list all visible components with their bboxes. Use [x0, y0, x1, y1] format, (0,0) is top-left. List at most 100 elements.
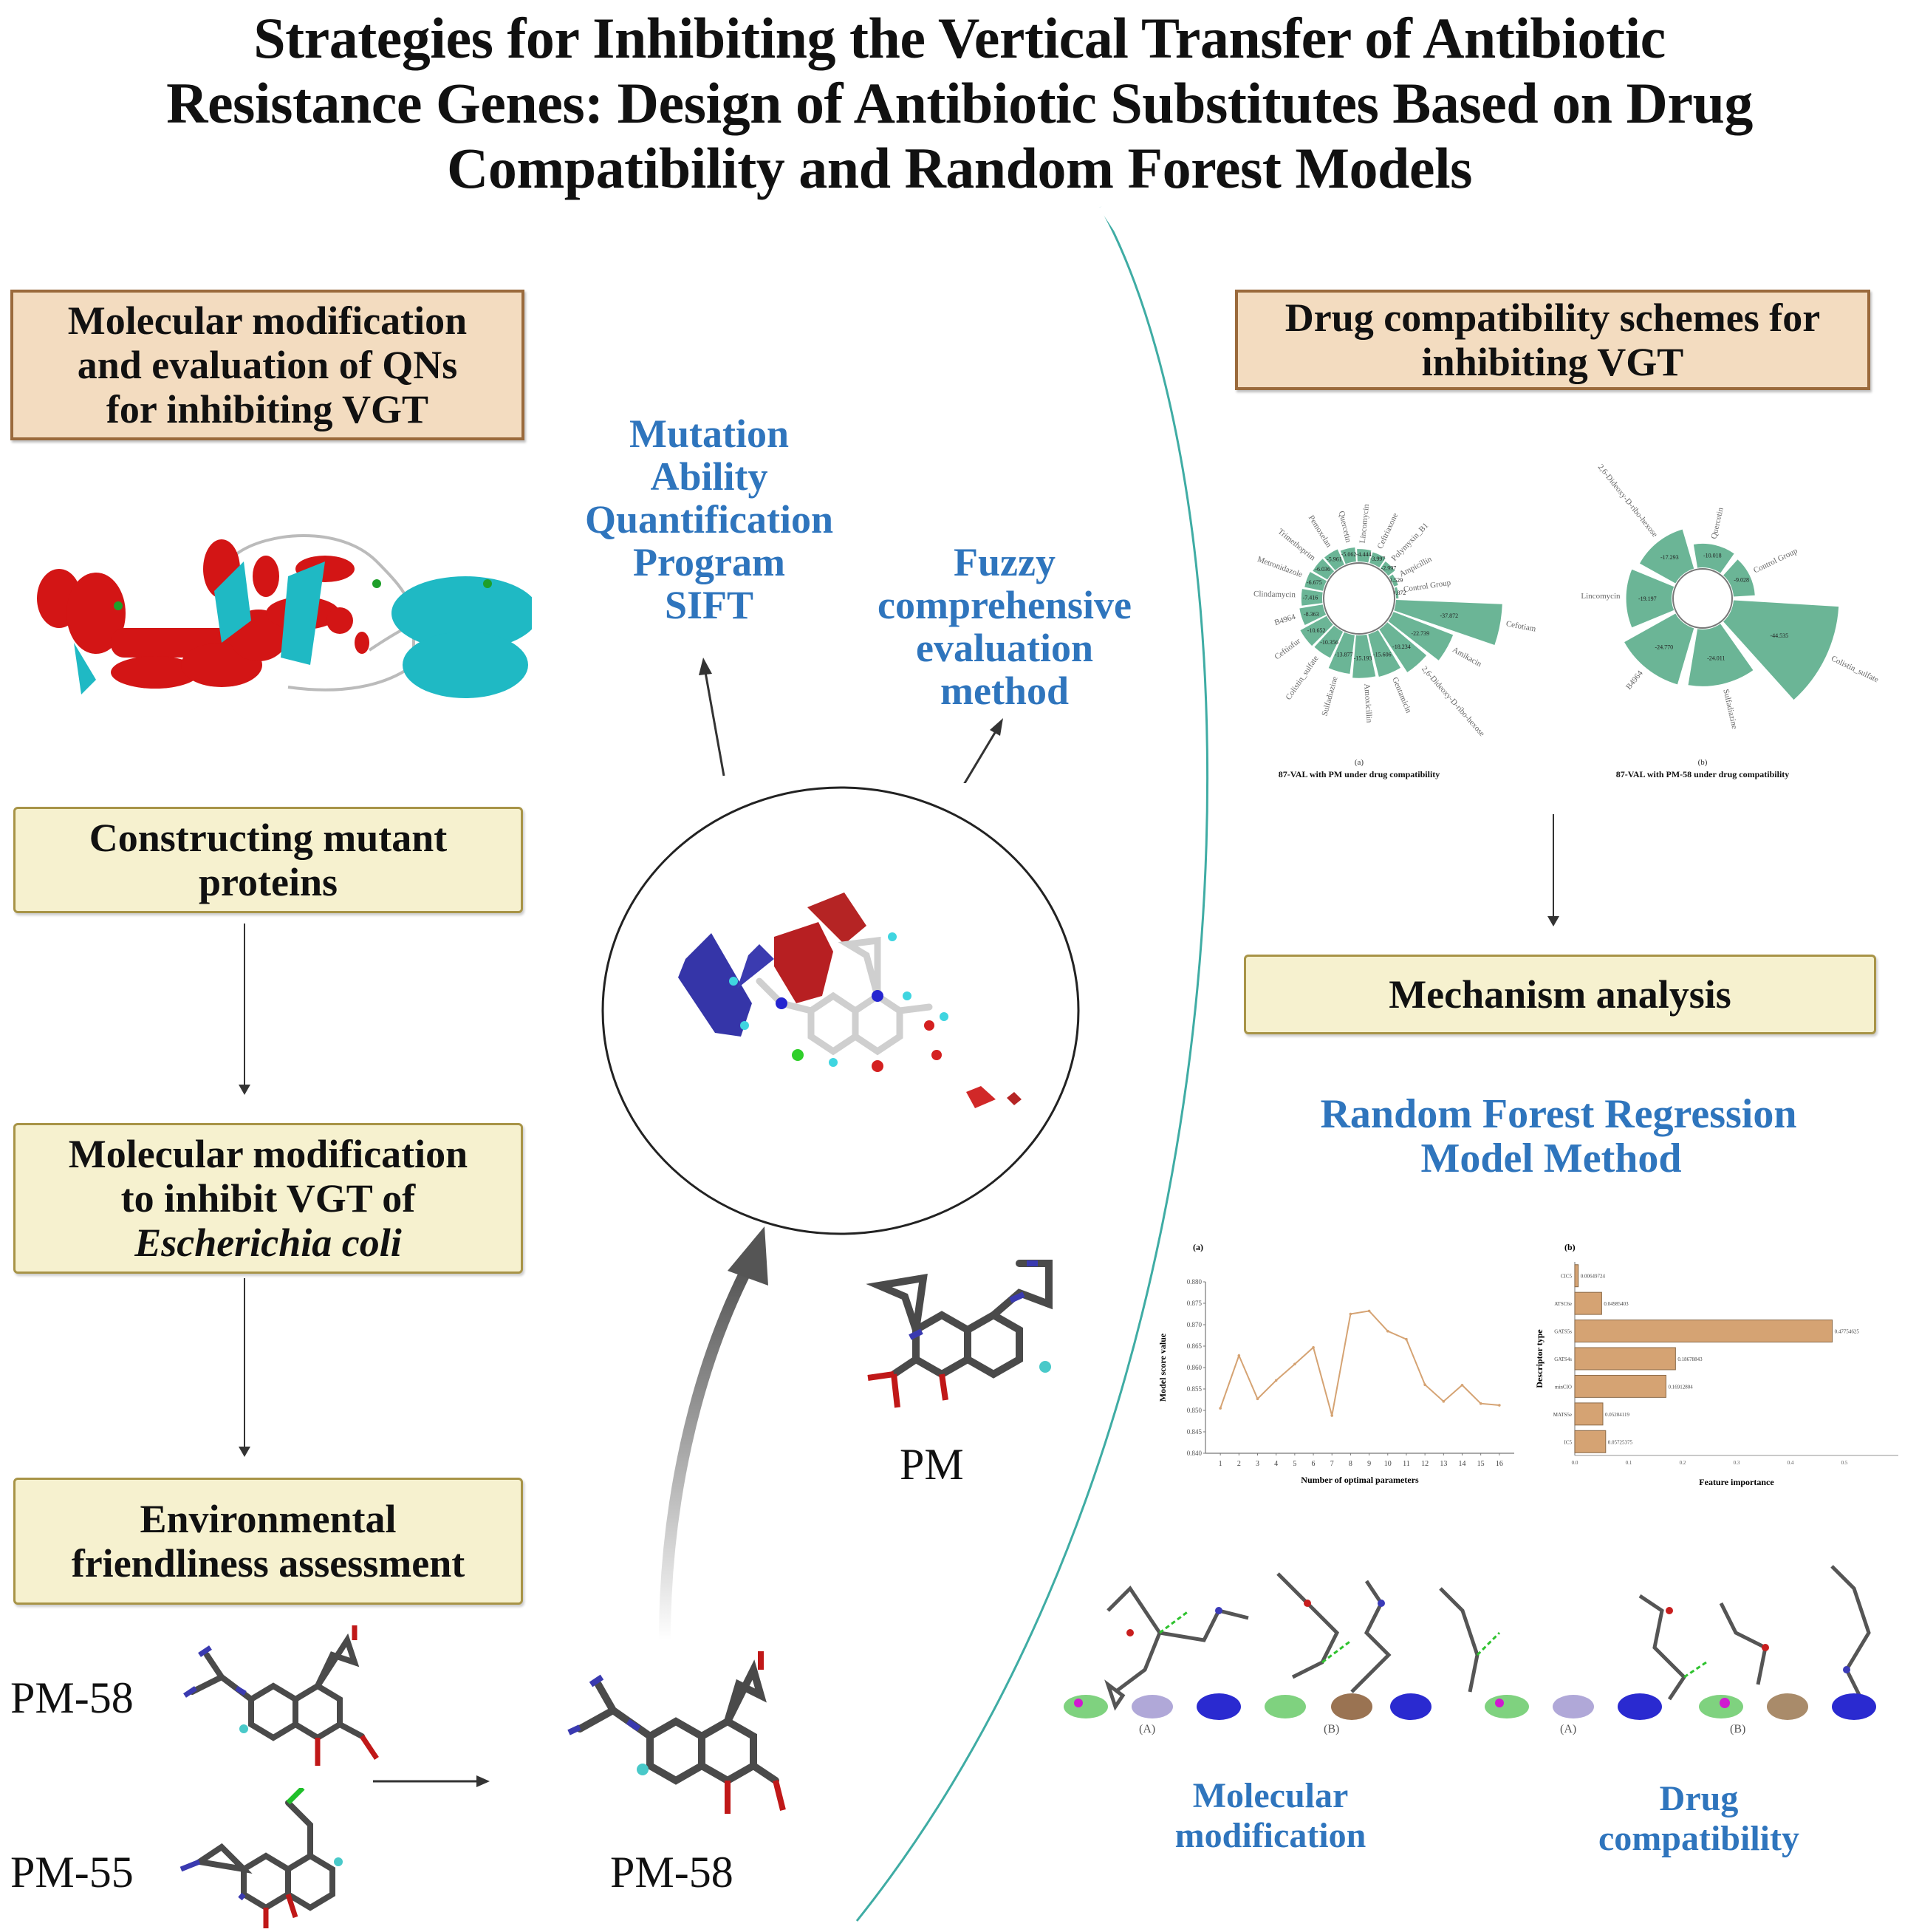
polar-category-label: Trimethoprim [1276, 527, 1318, 562]
y-tick-label: 0.875 [1187, 1300, 1203, 1307]
polar-value-label: -15.193 [1354, 655, 1372, 662]
polar-value-label: -44.535 [1771, 632, 1789, 639]
bar [1574, 1374, 1666, 1398]
bar-category-label: GATS5s [1554, 1329, 1572, 1335]
bar-value-label: 0.05204119 [1605, 1412, 1629, 1418]
label-sift-program: Mutation Ability Quantification Program … [561, 412, 857, 627]
docking-caption-b1: (B) [1324, 1723, 1340, 1735]
polar-bar [1389, 574, 1398, 587]
x-tick-label: 0.1 [1626, 1460, 1632, 1466]
polar-chart-title: 87-VAL with PM under drug compatibility [1279, 769, 1440, 779]
x-tick-label: 3 [1256, 1460, 1259, 1468]
polar-category-label: Control Group [1752, 546, 1799, 575]
polar-category-label: Sulfadiazine [1320, 675, 1339, 717]
polar-bar [1380, 561, 1395, 576]
x-tick-label: 0.4 [1788, 1460, 1794, 1466]
fuzzy-line-4: method [940, 669, 1069, 713]
label-random-forest: Random Forest Regression Model Method [1256, 1092, 1861, 1181]
x-tick-label: 9 [1367, 1460, 1371, 1468]
polar-bar [1639, 529, 1694, 584]
polar-bar [1301, 589, 1323, 606]
bar [1574, 1347, 1676, 1371]
molecular-line-1: Molecular [1192, 1776, 1349, 1815]
box-mechanism-analysis: Mechanism analysis [1244, 955, 1876, 1034]
box-qns-evaluation: Molecular modification and evaluation of… [10, 290, 524, 440]
x-tick-label: 5 [1293, 1460, 1296, 1468]
bar [1574, 1320, 1833, 1343]
polar-bar [1314, 625, 1344, 658]
bar [1574, 1264, 1579, 1288]
x-tick-label: 10 [1384, 1460, 1392, 1468]
polar-value-label: -6.036 [1315, 566, 1330, 573]
x-tick-label: 8 [1349, 1460, 1352, 1468]
x-tick-label: 0.2 [1680, 1460, 1686, 1466]
polar-value-label: -5.062 [1341, 551, 1357, 558]
polar-bar [1313, 559, 1335, 580]
polar-value-label: -1.529 [1387, 577, 1403, 584]
box-modification-line-3: Escherichia coli [134, 1221, 402, 1265]
title-line-3: Compatibility and Random Forest Models [447, 136, 1472, 200]
bar-value-label: 0.18678843 [1677, 1356, 1703, 1362]
line-point [1386, 1329, 1389, 1333]
x-tick-label: 12 [1421, 1460, 1429, 1468]
polar-value-label: -4.444 [1356, 551, 1372, 558]
polar-bar [1688, 624, 1754, 686]
polar-category-label: Sulfadiazine [1721, 689, 1739, 730]
bar-value-label: 0.00649724 [1581, 1274, 1606, 1280]
line-point [1423, 1383, 1426, 1386]
polar-bar [1357, 549, 1372, 563]
polar-category-label: Metronidazole [1256, 555, 1303, 579]
x-tick-label: 14 [1458, 1460, 1465, 1468]
protein-structure-image [37, 534, 532, 698]
drug-line-2: compatibility [1598, 1819, 1799, 1858]
polar-category-label: Amikacin [1451, 645, 1483, 669]
bar-category-label: minCIO [1555, 1384, 1572, 1390]
box-molecular-modification: Molecular modification to inhibit VGT of… [13, 1123, 523, 1274]
polar-chart-a: -37.872Cefotiam-22.739Amikacin-18.2342,6… [1253, 503, 1537, 779]
polar-value-label: -3.997 [1370, 556, 1386, 562]
polar-bar [1693, 543, 1734, 573]
polar-value-label: -0.872 [1391, 590, 1406, 596]
polar-value-label: -10.652 [1307, 627, 1326, 634]
line-point [1405, 1337, 1408, 1341]
box-drug-compatibility: Drug compatibility schemes for inhibitin… [1235, 290, 1870, 390]
polar-panel-label: (a) [1355, 758, 1364, 767]
box-qns-line-1: Molecular modification [67, 298, 468, 343]
polar-category-label: Quercetin [1709, 506, 1725, 539]
polar-category-label: Quercetin [1337, 510, 1353, 543]
polar-value-label: -10.018 [1703, 552, 1722, 559]
x-tick-label: 11 [1403, 1460, 1410, 1468]
polar-category-label: B4964 [1273, 612, 1297, 628]
polar-value-label: -17.293 [1660, 554, 1679, 561]
line-point [1274, 1379, 1278, 1382]
polar-value-label: -15.606 [1373, 651, 1392, 658]
polar-bar [1369, 552, 1386, 568]
polar-category-label: Lincomycin [1581, 592, 1621, 601]
bar-value-label: 0.05725375 [1608, 1439, 1633, 1445]
polar-bar [1723, 559, 1755, 597]
bar [1574, 1291, 1602, 1315]
polar-bar [1300, 615, 1333, 646]
polar-category-label: Clindamycin [1253, 590, 1296, 599]
y-tick-label: 0.855 [1187, 1385, 1203, 1393]
drug-line-1: Drug [1659, 1779, 1739, 1818]
sift-line-2: Ability [650, 454, 768, 499]
x-tick-label: 0.0 [1572, 1460, 1578, 1466]
label-molecular-modification: Molecular modification [1123, 1776, 1418, 1856]
x-axis-title: Number of optimal parameters [1301, 1475, 1419, 1485]
x-tick-label: 1 [1219, 1460, 1222, 1468]
polar-value-label: -18.234 [1392, 644, 1411, 650]
line-point [1460, 1383, 1464, 1387]
line-chart-model-score: 0.8400.8450.8500.8550.8600.8650.8700.875… [1157, 1242, 1514, 1485]
line-point [1293, 1362, 1296, 1366]
polar-chart-b: -44.535Colistin_sulfate-24.011Sulfadiazi… [1581, 462, 1880, 779]
polar-bar [1368, 629, 1401, 677]
molecule-pm58-small [183, 1625, 379, 1766]
polar-category-label: 2,6-Dideoxy-D-ribo-hexose [1420, 664, 1486, 738]
y-tick-label: 0.860 [1187, 1364, 1203, 1371]
y-axis-title: Descriptor type [1534, 1329, 1545, 1388]
polar-value-label: -13.877 [1335, 652, 1353, 658]
docking-images [1104, 1565, 1871, 1711]
polar-category-label: 2,6-Dideoxy-D-ribo-hexose [1596, 462, 1660, 539]
